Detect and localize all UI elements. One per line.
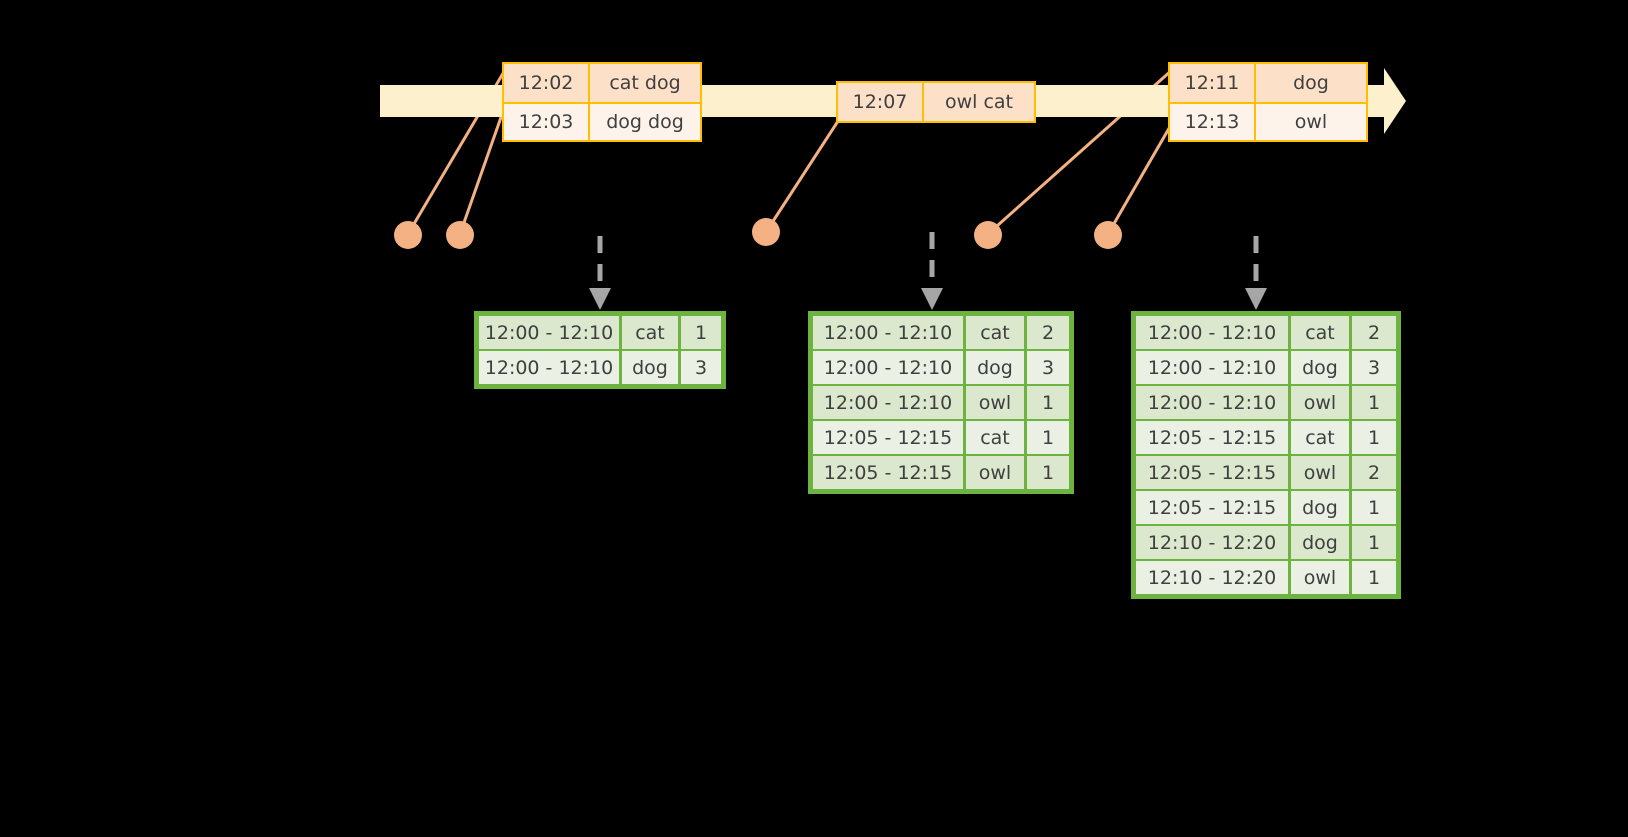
table-row[interactable]: 12:00 - 12:10 dog 3 bbox=[479, 351, 721, 384]
connector-line-5 bbox=[1106, 117, 1177, 235]
cell-window: 12:00 - 12:10 bbox=[1136, 386, 1288, 419]
event-marker-1 bbox=[394, 221, 422, 249]
table-row[interactable]: 12:05 - 12:15 cat 1 bbox=[813, 421, 1069, 454]
cell-count: 1 bbox=[681, 316, 721, 349]
cell-count: 1 bbox=[1352, 386, 1396, 419]
cell-window: 12:10 - 12:20 bbox=[1136, 561, 1288, 594]
cell-word: dog bbox=[966, 351, 1024, 384]
table-row[interactable]: 12:00 - 12:10 cat 2 bbox=[1136, 316, 1396, 349]
cell-count: 1 bbox=[1027, 421, 1069, 454]
cell-count: 2 bbox=[1352, 456, 1396, 489]
event-row[interactable]: 12:02 cat dog bbox=[504, 64, 700, 102]
cell-window: 12:00 - 12:10 bbox=[813, 351, 963, 384]
cell-word: owl bbox=[966, 456, 1024, 489]
cell-word: dog bbox=[1291, 526, 1349, 559]
event-marker-4 bbox=[974, 221, 1002, 249]
result-table-3[interactable]: 12:00 - 12:10 cat 2 12:00 - 12:10 dog 3 … bbox=[1131, 311, 1401, 599]
event-group-1[interactable]: 12:02 cat dog 12:03 dog dog bbox=[502, 62, 702, 142]
cell-word: owl bbox=[966, 386, 1024, 419]
cell-word: owl bbox=[1291, 456, 1349, 489]
result-table-2[interactable]: 12:00 - 12:10 cat 2 12:00 - 12:10 dog 3 … bbox=[808, 311, 1074, 494]
cell-word: cat bbox=[622, 316, 678, 349]
table-row[interactable]: 12:05 - 12:15 owl 1 bbox=[813, 456, 1069, 489]
timeline-arrow-head-icon bbox=[1368, 68, 1406, 134]
event-marker-5 bbox=[1094, 221, 1122, 249]
cell-window: 12:00 - 12:10 bbox=[813, 316, 963, 349]
event-words: dog dog bbox=[588, 104, 700, 140]
event-group-3[interactable]: 12:11 dog 12:13 owl bbox=[1168, 62, 1368, 142]
event-time: 12:02 bbox=[504, 64, 588, 102]
down-dashed-arrow-head-3 bbox=[1245, 288, 1267, 310]
cell-word: dog bbox=[622, 351, 678, 384]
cell-word: owl bbox=[1291, 561, 1349, 594]
event-marker-2 bbox=[446, 221, 474, 249]
cell-count: 1 bbox=[1027, 456, 1069, 489]
table-row[interactable]: 12:10 - 12:20 owl 1 bbox=[1136, 561, 1396, 594]
cell-window: 12:05 - 12:15 bbox=[1136, 491, 1288, 524]
result-table-1[interactable]: 12:00 - 12:10 cat 1 12:00 - 12:10 dog 3 bbox=[474, 311, 726, 389]
event-words: owl cat bbox=[922, 83, 1034, 121]
event-row[interactable]: 12:03 dog dog bbox=[504, 102, 700, 140]
cell-word: owl bbox=[1291, 386, 1349, 419]
connector-line-3 bbox=[764, 117, 842, 233]
cell-word: cat bbox=[966, 421, 1024, 454]
table-row[interactable]: 12:00 - 12:10 owl 1 bbox=[1136, 386, 1396, 419]
table-row[interactable]: 12:00 - 12:10 cat 1 bbox=[479, 316, 721, 349]
cell-word: dog bbox=[1291, 491, 1349, 524]
table-row[interactable]: 12:10 - 12:20 dog 1 bbox=[1136, 526, 1396, 559]
cell-word: cat bbox=[1291, 316, 1349, 349]
cell-word: dog bbox=[1291, 351, 1349, 384]
event-words: dog bbox=[1254, 64, 1366, 102]
cell-count: 1 bbox=[1352, 526, 1396, 559]
down-dashed-arrow-head-1 bbox=[589, 288, 611, 310]
table-row[interactable]: 12:00 - 12:10 owl 1 bbox=[813, 386, 1069, 419]
cell-window: 12:00 - 12:10 bbox=[479, 351, 619, 384]
event-group-2[interactable]: 12:07 owl cat bbox=[836, 81, 1036, 123]
event-time: 12:03 bbox=[504, 104, 588, 140]
cell-window: 12:05 - 12:15 bbox=[813, 456, 963, 489]
cell-count: 2 bbox=[1027, 316, 1069, 349]
cell-word: cat bbox=[1291, 421, 1349, 454]
cell-count: 1 bbox=[1352, 491, 1396, 524]
cell-window: 12:00 - 12:10 bbox=[479, 316, 619, 349]
table-row[interactable]: 12:00 - 12:10 cat 2 bbox=[813, 316, 1069, 349]
cell-count: 3 bbox=[681, 351, 721, 384]
cell-count: 1 bbox=[1352, 421, 1396, 454]
cell-window: 12:00 - 12:10 bbox=[1136, 351, 1288, 384]
table-row[interactable]: 12:05 - 12:15 cat 1 bbox=[1136, 421, 1396, 454]
table-row[interactable]: 12:00 - 12:10 dog 3 bbox=[1136, 351, 1396, 384]
event-row[interactable]: 12:11 dog bbox=[1170, 64, 1366, 102]
event-time: 12:11 bbox=[1170, 64, 1254, 102]
cell-window: 12:05 - 12:15 bbox=[1136, 456, 1288, 489]
event-row[interactable]: 12:13 owl bbox=[1170, 102, 1366, 140]
down-dashed-arrow-head-2 bbox=[921, 288, 943, 310]
cell-count: 3 bbox=[1027, 351, 1069, 384]
cell-window: 12:05 - 12:15 bbox=[1136, 421, 1288, 454]
cell-count: 1 bbox=[1352, 561, 1396, 594]
cell-window: 12:05 - 12:15 bbox=[813, 421, 963, 454]
table-row[interactable]: 12:05 - 12:15 owl 2 bbox=[1136, 456, 1396, 489]
event-time: 12:13 bbox=[1170, 104, 1254, 140]
cell-window: 12:00 - 12:10 bbox=[1136, 316, 1288, 349]
event-words: owl bbox=[1254, 104, 1366, 140]
cell-window: 12:00 - 12:10 bbox=[813, 386, 963, 419]
event-words: cat dog bbox=[588, 64, 700, 102]
event-time: 12:07 bbox=[838, 83, 922, 121]
table-row[interactable]: 12:00 - 12:10 dog 3 bbox=[813, 351, 1069, 384]
table-row[interactable]: 12:05 - 12:15 dog 1 bbox=[1136, 491, 1396, 524]
cell-count: 3 bbox=[1352, 351, 1396, 384]
cell-count: 2 bbox=[1352, 316, 1396, 349]
cell-word: cat bbox=[966, 316, 1024, 349]
event-marker-3 bbox=[752, 218, 780, 246]
cell-window: 12:10 - 12:20 bbox=[1136, 526, 1288, 559]
event-row[interactable]: 12:07 owl cat bbox=[838, 83, 1034, 121]
cell-count: 1 bbox=[1027, 386, 1069, 419]
